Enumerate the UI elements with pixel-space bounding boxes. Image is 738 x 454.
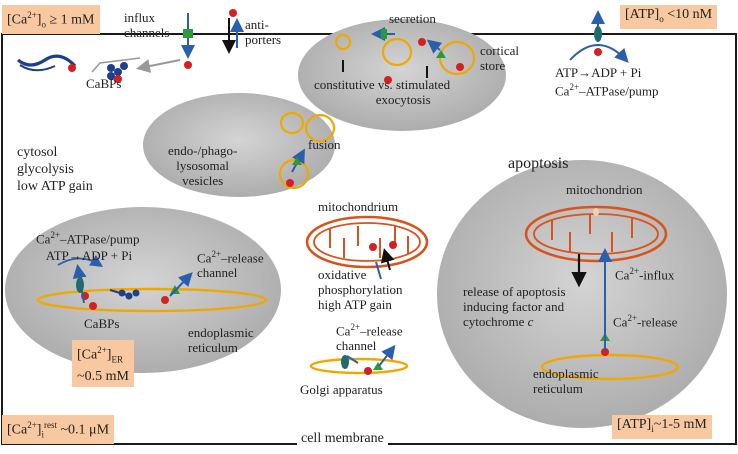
mitochondrion-label: mitochondrion [566,182,643,197]
fusion-label: fusion [308,137,341,152]
er-calcium-box: [Ca2+]ER ~0.5 mM [72,340,134,388]
cell-membrane-label: cell membrane [297,431,388,446]
extracellular-calcium-box: [Ca2+]o ≥ 1 mM [2,5,100,35]
cabps-top-label: CaBPs [86,76,122,91]
er-pump-label: Ca2+–ATPase/pump ATP→ADP + Pi [36,230,140,264]
golgi-label: Golgi apparatus [300,382,383,397]
apoptosis-label: apoptosis [508,155,569,172]
mitochondrium [305,215,429,269]
mitochondrium-label: mitochondrium [318,199,399,214]
ca-influx-label: Ca2+-influx [615,266,675,283]
antiporters-label: anti-porters [245,17,282,47]
er-membrane-apoptosis [540,353,680,381]
mitochondrion-apoptosis [524,205,668,263]
intracellular-atp-box: [ATP]i~1-5 mM [612,415,712,439]
vesicle [381,37,413,67]
cabps-er-label: CaBPs [84,316,120,331]
exocytosis-label: constitutive vs. stimulated exocytosis [314,77,451,107]
ca-release-apoptosis-label: Ca2+-release [613,313,678,330]
secretory-organelle [298,19,506,131]
intracellular-calcium-rest-box: [Ca2+]irest ~0.1 μM [2,415,115,445]
endo-lysosomal-organelle [143,93,335,197]
secretion-label: secretion [389,11,436,26]
extracellular-atp-box: [ATP]o <10 nM [620,5,718,29]
er-membrane [36,287,268,313]
golgi-membrane [309,357,409,375]
